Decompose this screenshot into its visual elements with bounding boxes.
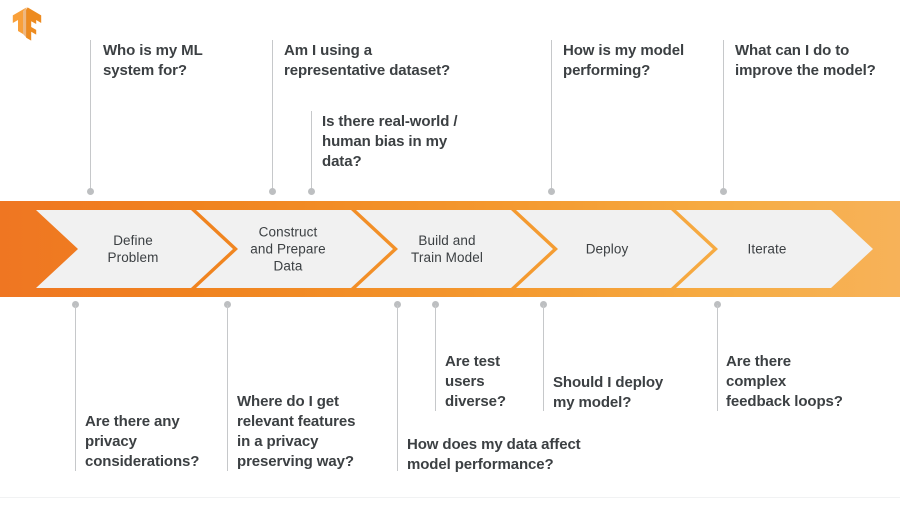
connector-dot-should-i-deploy-my-model [540, 301, 547, 308]
connector-line-are-test-users-diverse [435, 305, 436, 411]
pipeline-band: Define Problem Construct and Prepare Dat… [0, 201, 900, 297]
connector-dot-privacy-considerations [72, 301, 79, 308]
question-data-affect-performance: How does my data affect model performanc… [407, 436, 581, 473]
connector-dot-improve-the-model [720, 188, 727, 195]
connector-dot-complex-feedback-loops [714, 301, 721, 308]
connector-line-relevant-features-privacy [227, 305, 228, 471]
question-should-i-deploy-my-model: Should I deploy my model? [553, 374, 664, 411]
question-who-is-my-ml-system-for: Who is my ML system for? [103, 42, 203, 79]
connector-line-privacy-considerations [75, 305, 76, 471]
connector-line-data-affect-performance [397, 305, 398, 471]
pipeline-step-deploy[interactable]: Deploy [585, 241, 629, 257]
connector-line-how-is-my-model-performing [551, 40, 552, 191]
footer-divider [0, 497, 900, 498]
question-how-is-my-model-performing: How is my model performing? [563, 42, 685, 79]
question-relevant-features-privacy: Where do I get relevant features in a pr… [237, 393, 356, 470]
connector-line-real-world-human-bias [311, 111, 312, 191]
question-real-world-human-bias: Is there real-world / human bias in my d… [322, 113, 458, 170]
connector-dot-relevant-features-privacy [224, 301, 231, 308]
connector-dot-who-is-my-ml-system-for [87, 188, 94, 195]
connector-dot-how-is-my-model-performing [548, 188, 555, 195]
pipeline-step-construct-prepare-data[interactable]: Construct and Prepare Data [250, 224, 326, 274]
connector-line-representative-dataset [272, 40, 273, 191]
pipeline-step-iterate[interactable]: Iterate [747, 241, 787, 257]
connector-dot-data-affect-performance [394, 301, 401, 308]
connector-line-should-i-deploy-my-model [543, 305, 544, 411]
question-are-test-users-diverse: Are test users diverse? [445, 353, 506, 410]
question-complex-feedback-loops: Are there complex feedback loops? [726, 353, 843, 410]
tensorflow-logo-icon [12, 7, 42, 41]
pipeline-step-define-problem[interactable]: Define Problem [107, 233, 159, 265]
connector-dot-are-test-users-diverse [432, 301, 439, 308]
question-representative-dataset: Am I using a representative dataset? [284, 42, 451, 79]
connector-line-improve-the-model [723, 40, 724, 191]
connector-dot-real-world-human-bias [308, 188, 315, 195]
connector-dot-representative-dataset [269, 188, 276, 195]
pipeline-step-build-train-model[interactable]: Build and Train Model [411, 233, 483, 265]
connector-line-who-is-my-ml-system-for [90, 40, 91, 191]
question-privacy-considerations: Are there any privacy considerations? [85, 413, 200, 470]
question-improve-the-model: What can I do to improve the model? [735, 42, 876, 79]
connector-line-complex-feedback-loops [717, 305, 718, 411]
